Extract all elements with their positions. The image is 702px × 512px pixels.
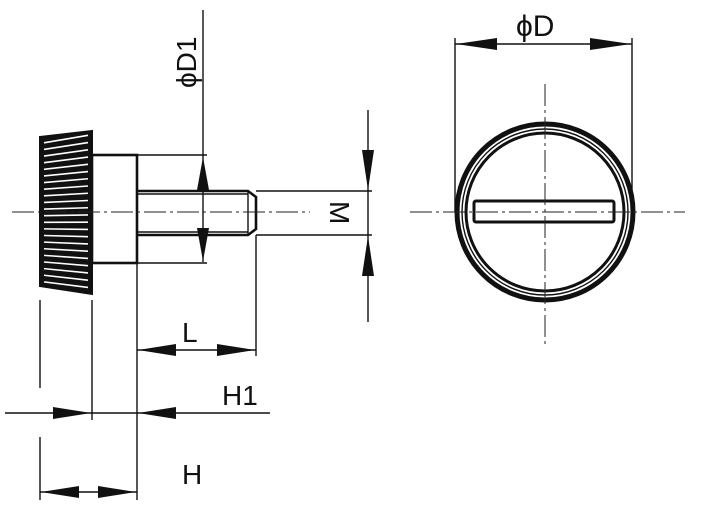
dimension-d: ϕD [454, 10, 633, 212]
side-view [12, 129, 310, 296]
knurl-line [43, 134, 89, 144]
label-m: M [324, 201, 355, 224]
knurl-line [43, 241, 89, 245]
dimension-h: H [39, 437, 202, 500]
knurl-line [43, 177, 89, 184]
knurl-line [43, 206, 89, 210]
knurl-line [43, 274, 89, 281]
knurl-line [43, 141, 89, 151]
knurl-line [43, 156, 89, 164]
label-h: H [182, 459, 202, 490]
knurl-line [43, 163, 89, 171]
label-d1: ϕD1 [171, 37, 202, 88]
knurl-line [43, 199, 89, 204]
knurl-line [43, 254, 89, 260]
knurl-line [43, 192, 89, 197]
label-h1: H1 [222, 380, 258, 411]
knurl-line [43, 234, 89, 238]
knurl-line [43, 228, 89, 231]
knurl-line [43, 170, 89, 177]
dimension-h1: H1 [5, 300, 270, 420]
knurl-line [43, 267, 89, 274]
knurl-line [43, 247, 89, 253]
knurl-line [43, 261, 89, 267]
dimension-d1: ϕD1 [137, 10, 209, 264]
dimension-m: M [256, 110, 374, 322]
end-view [410, 84, 685, 346]
label-l: L [182, 317, 198, 348]
knurl-line [43, 185, 89, 190]
threaded-shaft [137, 189, 258, 237]
collar [90, 153, 139, 265]
knurl-line [43, 148, 89, 157]
label-d: ϕD [516, 10, 554, 43]
dimension-l: L [136, 235, 257, 500]
knurl-line [43, 281, 89, 289]
knurl-line [43, 214, 89, 217]
